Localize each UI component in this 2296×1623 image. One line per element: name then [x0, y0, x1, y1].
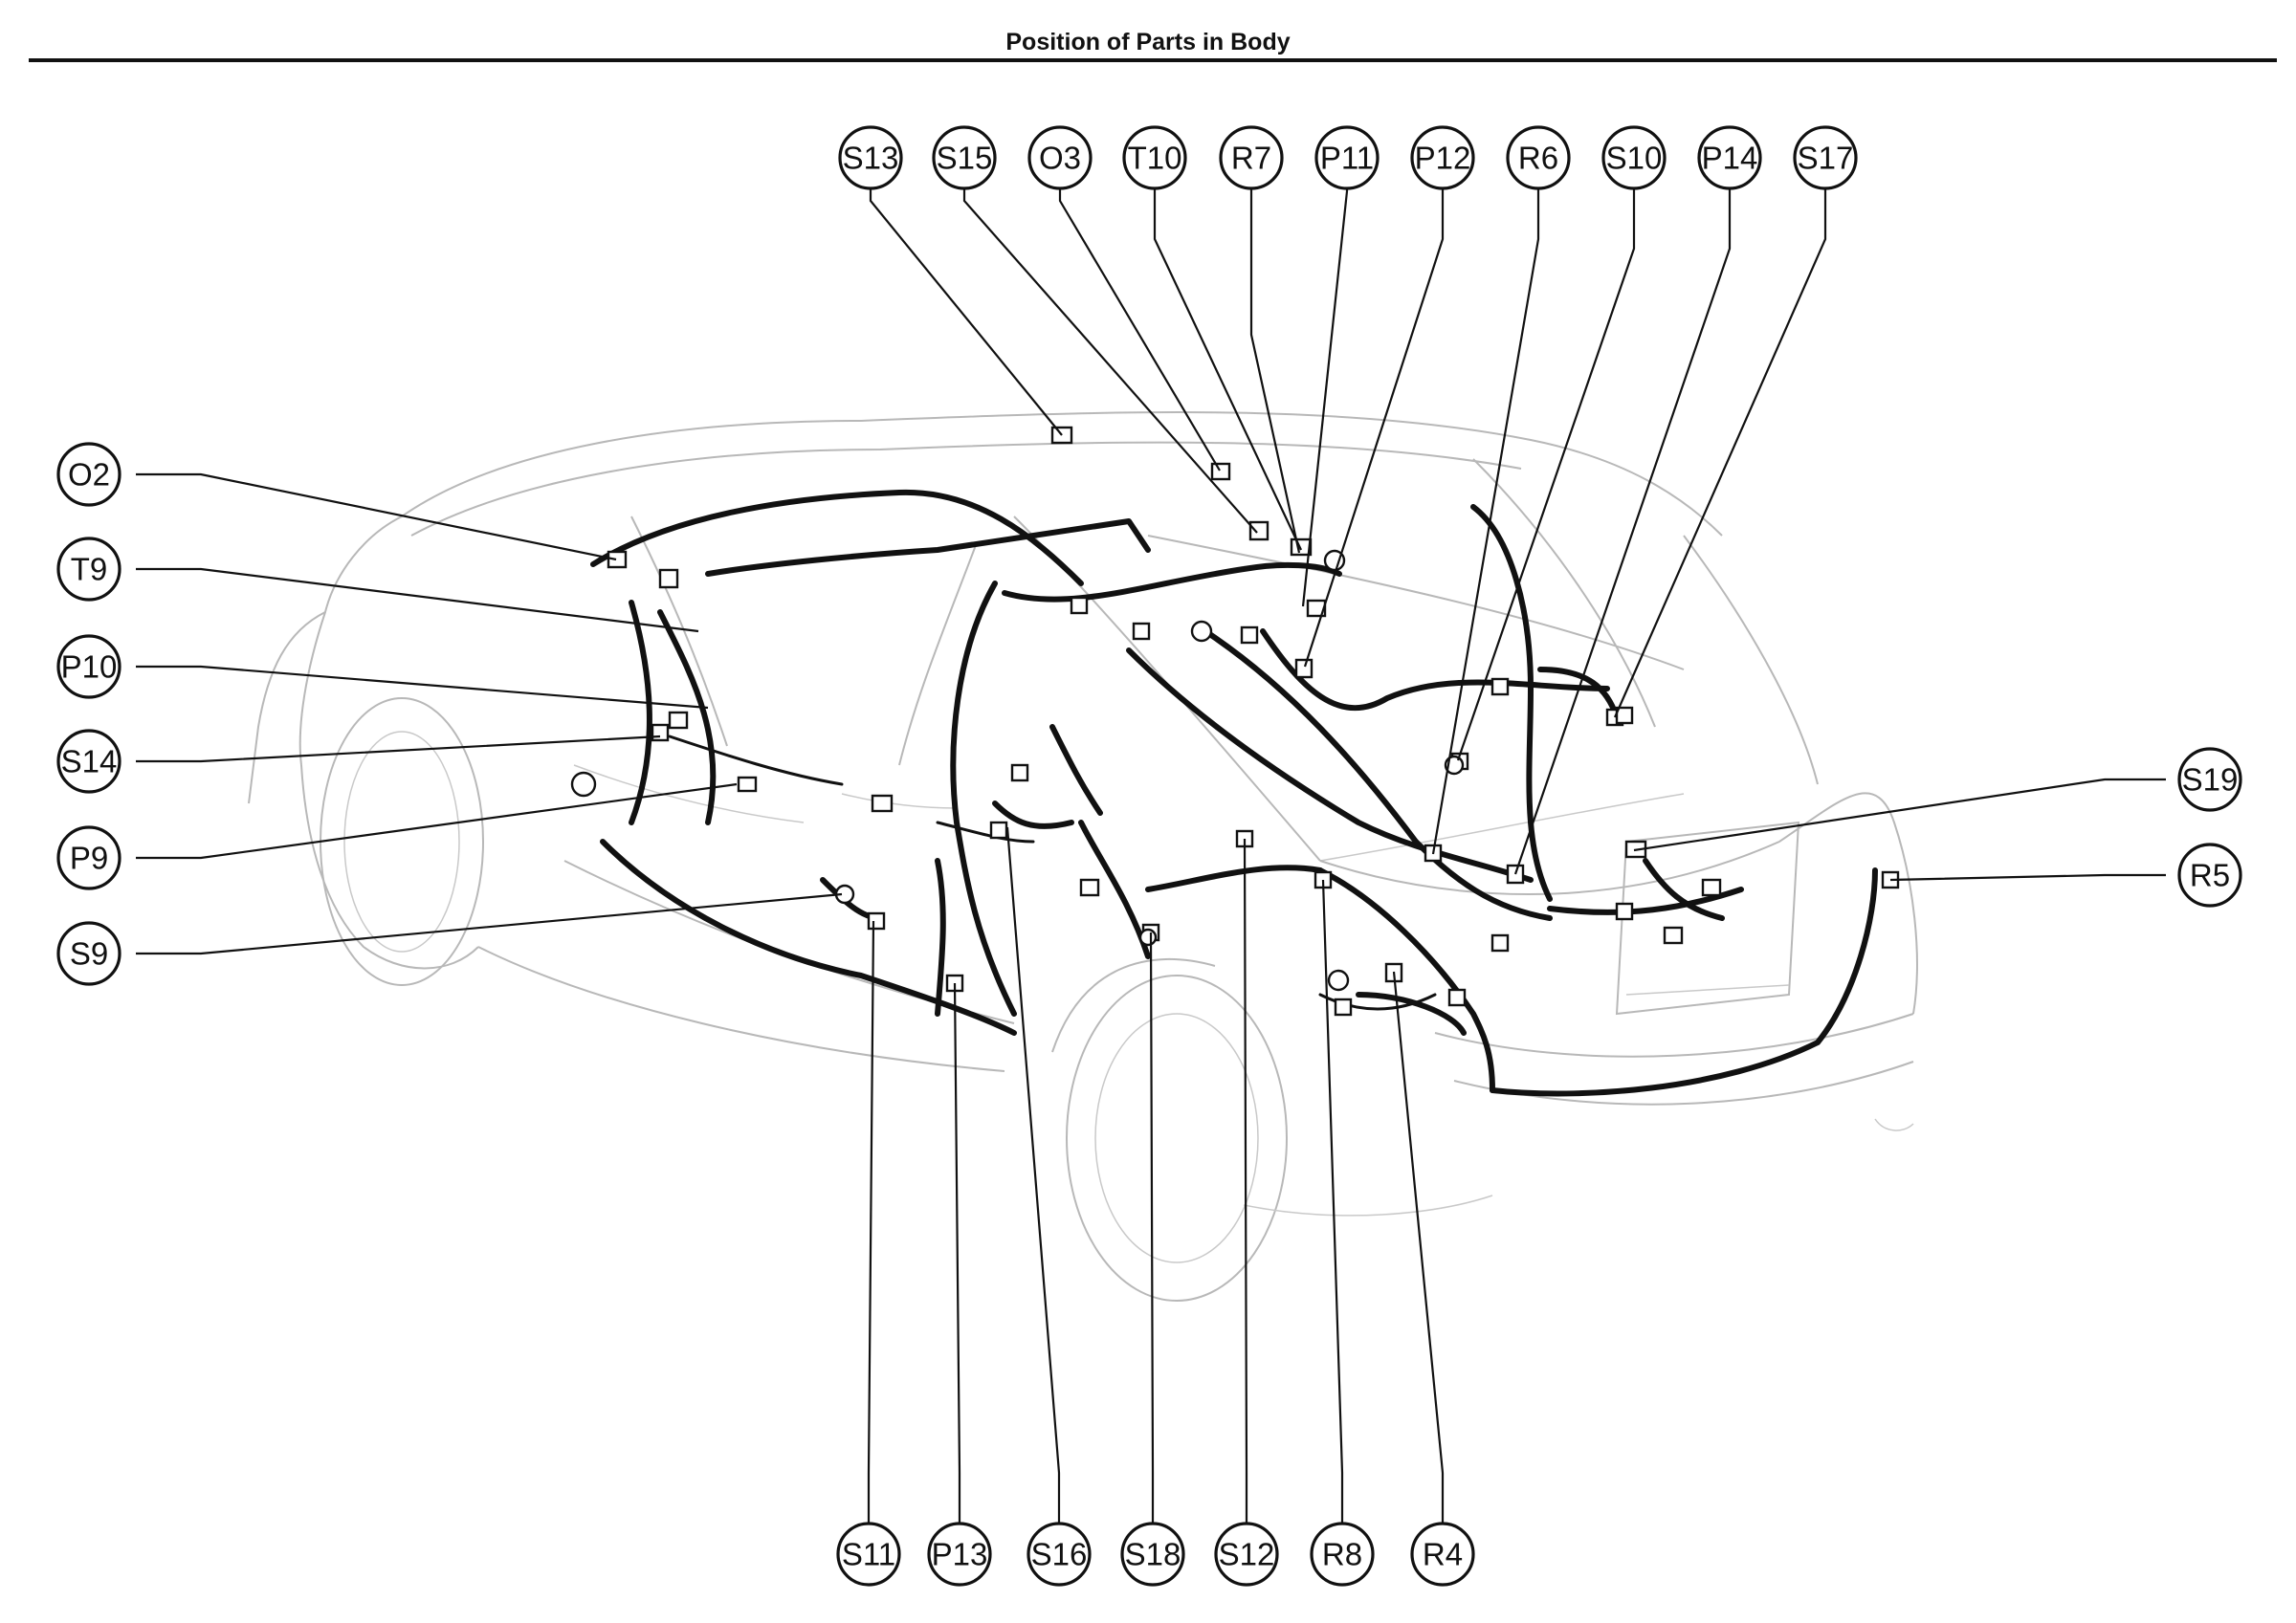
callout-label: O2 [68, 457, 110, 493]
callout-P11: P11 [1314, 125, 1380, 190]
callout-P13: P13 [927, 1522, 992, 1587]
callout-label: S14 [61, 744, 118, 779]
callout-label: S19 [2182, 762, 2239, 798]
callout-S9: S9 [56, 921, 121, 986]
callout-R7: R7 [1219, 125, 1284, 190]
callout-S16: S16 [1027, 1522, 1092, 1587]
callout-label: S12 [1219, 1537, 1275, 1572]
callout-S12: S12 [1214, 1522, 1279, 1587]
callout-label: R4 [1423, 1537, 1463, 1572]
callout-label: P11 [1320, 141, 1374, 176]
callout-R4: R4 [1410, 1522, 1475, 1587]
callout-S10: S10 [1601, 125, 1667, 190]
callout-label: P12 [1415, 141, 1471, 176]
callout-label: S10 [1606, 141, 1663, 176]
callout-R5: R5 [2177, 843, 2242, 908]
title-rule [29, 58, 2277, 62]
callout-P10: P10 [56, 634, 121, 699]
callout-O2: O2 [56, 442, 121, 507]
callout-label: S18 [1125, 1537, 1181, 1572]
callout-label: S15 [937, 141, 993, 176]
callout-O3: O3 [1027, 125, 1093, 190]
callout-label: P13 [932, 1537, 988, 1572]
callout-label: S17 [1798, 141, 1854, 176]
callout-label: T10 [1128, 141, 1182, 176]
callout-S13: S13 [838, 125, 903, 190]
callout-S14: S14 [56, 729, 121, 794]
callout-R8: R8 [1310, 1522, 1375, 1587]
callout-T10: T10 [1122, 125, 1187, 190]
callout-label: S16 [1031, 1537, 1088, 1572]
callout-label: R7 [1231, 141, 1271, 176]
wire-harness [590, 489, 1878, 1097]
car-body-outline [248, 411, 1918, 1302]
callout-S19: S19 [2177, 747, 2242, 812]
callout-label: T9 [71, 552, 108, 587]
callout-P9: P9 [56, 825, 121, 890]
callout-S15: S15 [932, 125, 997, 190]
callout-P12: P12 [1410, 125, 1475, 190]
callouts: S13 S15 O3 T10 R7 P11 P12 R6 [56, 125, 2242, 1587]
callout-S18: S18 [1120, 1522, 1185, 1587]
callout-S11: S11 [836, 1522, 901, 1587]
callout-label: P14 [1702, 141, 1758, 176]
callout-label: R5 [2190, 858, 2230, 893]
callout-S17: S17 [1793, 125, 1858, 190]
page-title: Position of Parts in Body [1005, 29, 1291, 55]
callout-label: R6 [1518, 141, 1558, 176]
callout-P14: P14 [1697, 125, 1762, 190]
leader-lines [136, 134, 2166, 1554]
callout-R6: R6 [1506, 125, 1571, 190]
callout-label: O3 [1039, 141, 1081, 176]
callout-label: R8 [1322, 1537, 1362, 1572]
callout-label: P10 [61, 649, 118, 685]
callout-T9: T9 [56, 537, 121, 602]
callout-label: S11 [842, 1537, 895, 1572]
callout-label: S13 [843, 141, 899, 176]
callout-label: S9 [70, 936, 108, 972]
callout-label: P9 [70, 841, 108, 876]
